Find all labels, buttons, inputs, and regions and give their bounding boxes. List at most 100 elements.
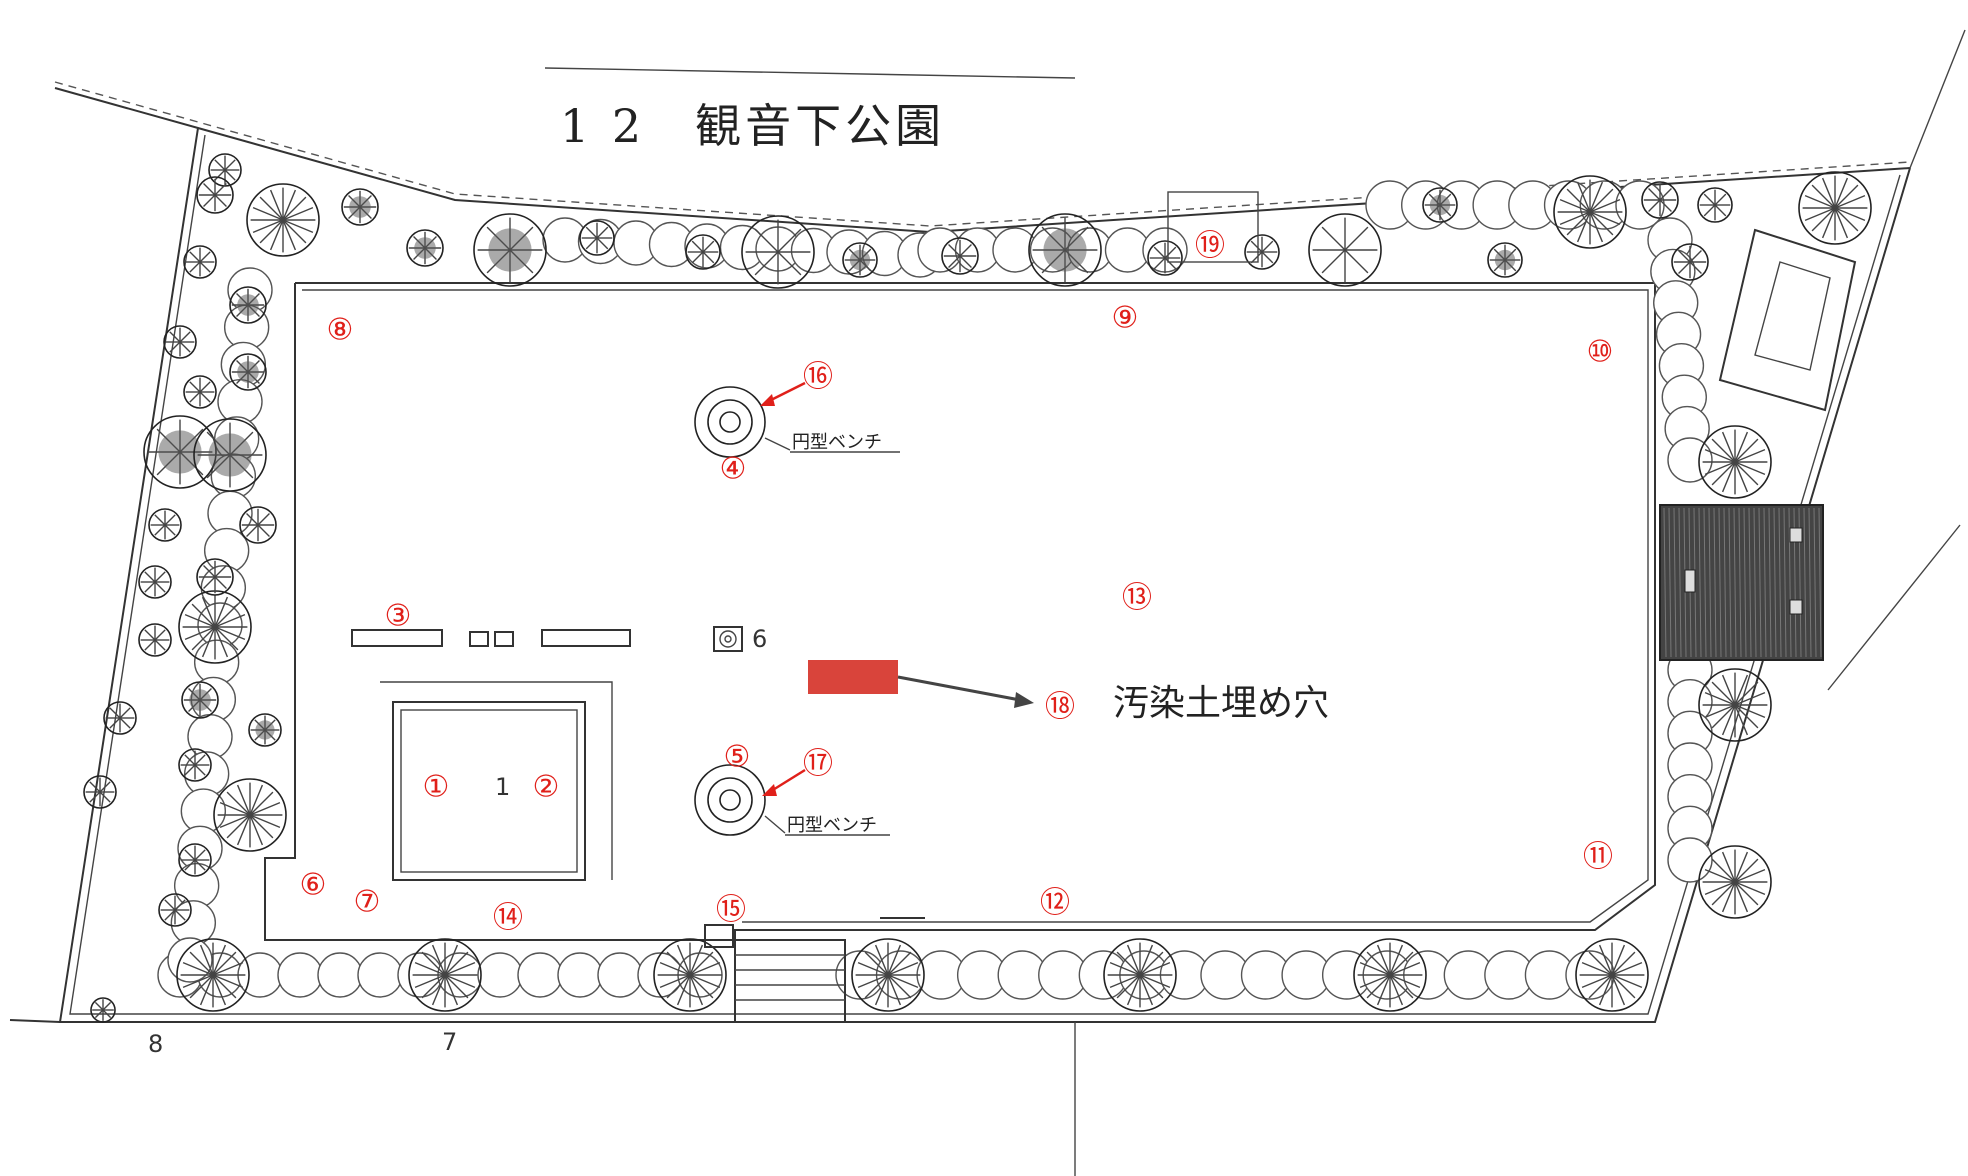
- marker-1: ①: [423, 770, 450, 805]
- tree: [90, 997, 116, 1023]
- marker-3: ③: [385, 599, 412, 634]
- shrub: [357, 952, 403, 998]
- tree: [1798, 171, 1872, 245]
- tree: [196, 176, 234, 214]
- tree: [178, 590, 252, 664]
- tree: [1698, 845, 1772, 919]
- marker-14: ⑭: [493, 901, 523, 936]
- marker-15: ⑮: [716, 893, 746, 928]
- tree: [248, 713, 282, 747]
- circular-bench-bottom: 円型ベンチ: [694, 764, 890, 836]
- lawn-boundary: [264, 282, 1656, 941]
- svg-text:④: ④: [720, 452, 747, 487]
- tree: [851, 938, 925, 1012]
- top-right-structure: [1718, 228, 1857, 412]
- tree: [196, 558, 234, 596]
- tree: [1244, 234, 1280, 270]
- svg-text:⑫: ⑫: [1040, 886, 1070, 921]
- tree: [1641, 181, 1679, 219]
- tree: [842, 242, 878, 278]
- tree: [239, 506, 277, 544]
- shrub: [1667, 437, 1713, 483]
- shrub: [597, 952, 643, 998]
- marker-16: ⑯: [803, 360, 833, 395]
- tree: [229, 286, 267, 324]
- svg-text:③: ③: [385, 599, 412, 634]
- tree: [83, 775, 117, 809]
- fountain: 6: [713, 625, 767, 653]
- tree: [148, 508, 182, 542]
- tree: [138, 623, 172, 657]
- tree: [1103, 938, 1177, 1012]
- tree: [158, 893, 192, 927]
- shrub: [517, 952, 563, 998]
- shrub: [317, 952, 363, 998]
- label-num-6: 6: [752, 625, 767, 653]
- tree: [685, 234, 721, 270]
- tree: [246, 183, 320, 257]
- tree: [473, 213, 547, 287]
- tree: [579, 220, 615, 256]
- shrub: [1667, 837, 1713, 883]
- title-underline: [544, 67, 1076, 79]
- label-num-1: 1: [495, 773, 510, 801]
- tree: [178, 748, 212, 782]
- marker-4: ④: [720, 452, 747, 487]
- sandbox: 1: [380, 681, 613, 881]
- trees: [83, 153, 1872, 1023]
- circular-bench-top: 円型ベンチ: [694, 386, 900, 458]
- tree: [408, 938, 482, 1012]
- tree: [208, 153, 242, 187]
- lot-label-7: 7: [442, 1028, 457, 1056]
- tree: [941, 237, 979, 275]
- tree: [653, 938, 727, 1012]
- tree: [138, 565, 172, 599]
- tree: [1698, 668, 1772, 742]
- tree: [1028, 213, 1102, 287]
- tree: [1697, 187, 1733, 223]
- tree: [1147, 240, 1183, 276]
- svg-text:⑩: ⑩: [1587, 335, 1614, 370]
- contaminated-soil-pit: 汚染土埋め穴: [808, 660, 1329, 724]
- tree: [1698, 425, 1772, 499]
- svg-text:⑨: ⑨: [1112, 301, 1139, 336]
- pit-label: 汚染土埋め穴: [1113, 683, 1329, 724]
- bench-row: [351, 629, 631, 647]
- marker-10: ⑩: [1587, 335, 1614, 370]
- marker-18: ⑱: [1045, 690, 1075, 725]
- shrub: [477, 952, 523, 998]
- tree: [143, 415, 217, 489]
- svg-text:①: ①: [423, 770, 450, 805]
- tree: [163, 325, 197, 359]
- svg-text:⑭: ⑭: [493, 901, 523, 936]
- tree: [181, 681, 219, 719]
- tree: [193, 418, 267, 492]
- marker-17: ⑰: [803, 747, 833, 782]
- entrance-steps: [704, 917, 925, 1023]
- shrub: [167, 937, 213, 983]
- svg-text:②: ②: [533, 770, 560, 805]
- tree: [103, 701, 137, 735]
- svg-text:⑤: ⑤: [724, 740, 751, 775]
- tree: [341, 188, 379, 226]
- tree: [1671, 243, 1709, 281]
- shrub: [277, 952, 323, 998]
- tree: [1353, 938, 1427, 1012]
- tree: [229, 353, 267, 391]
- tree: [1422, 187, 1458, 223]
- map-title: 1 2 観音下公園: [560, 99, 945, 153]
- marker-8: ⑧: [327, 313, 354, 348]
- pit-marker: [808, 660, 898, 694]
- svg-text:⑦: ⑦: [354, 885, 381, 920]
- tree: [178, 843, 212, 877]
- svg-text:⑲: ⑲: [1195, 229, 1225, 264]
- tree: [183, 245, 217, 279]
- lot-label-8: 8: [148, 1030, 163, 1058]
- svg-text:⑯: ⑯: [803, 360, 833, 395]
- svg-text:⑪: ⑪: [1583, 840, 1613, 875]
- tree: [1553, 175, 1627, 249]
- marker-12: ⑫: [1040, 886, 1070, 921]
- tree: [183, 375, 217, 409]
- tree: [1575, 938, 1649, 1012]
